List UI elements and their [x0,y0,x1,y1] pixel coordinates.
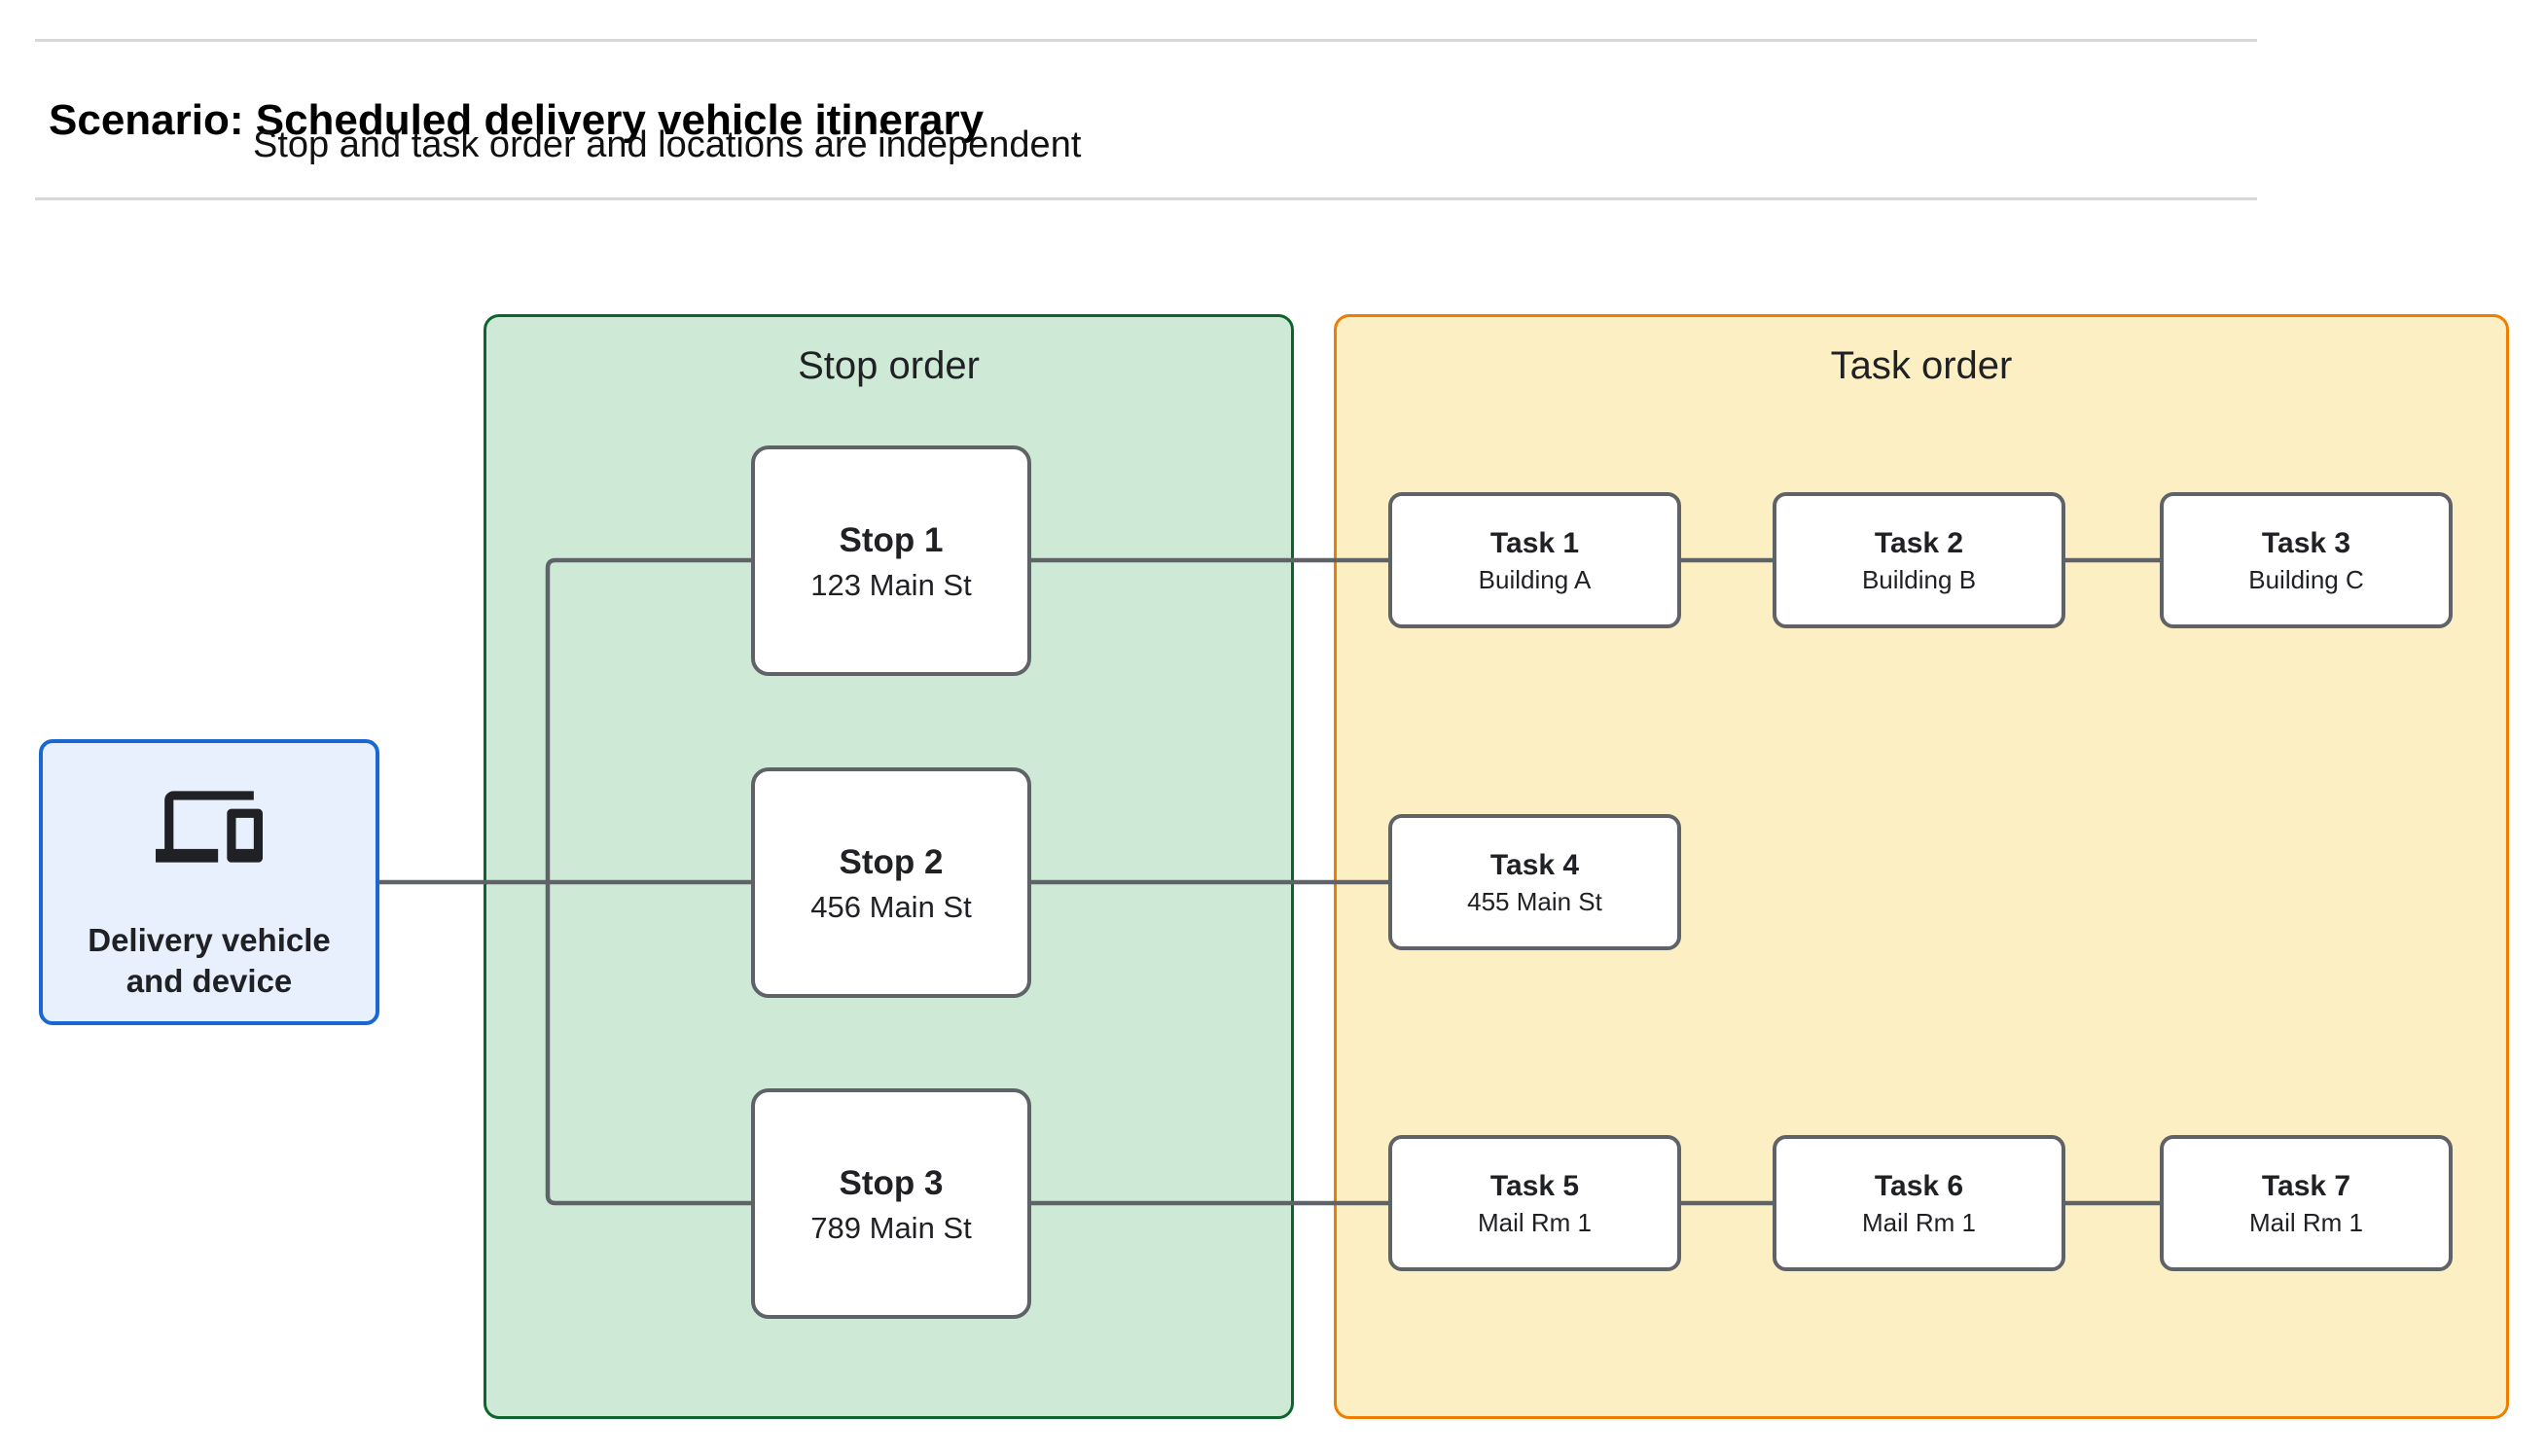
top-divider [35,39,2257,42]
task-2-node: Task 2 Building B [1773,492,2065,628]
task-name: Task 1 [1489,527,1580,560]
stop-3-node: Stop 3 789 Main St [751,1088,1031,1319]
stop-name: Stop 3 [839,1163,944,1202]
task-1-node: Task 1 Building A [1388,492,1681,628]
delivery-vehicle-node: Delivery vehicle and device [39,739,379,1025]
stop-location: 789 Main St [810,1210,972,1245]
task-3-node: Task 3 Building C [2160,492,2453,628]
task-location: Mail Rm 1 [1477,1208,1592,1238]
task-location: Building A [1478,565,1592,595]
task-name: Task 2 [1874,527,1964,560]
task-4-node: Task 4 455 Main St [1388,814,1681,950]
stop-1-node: Stop 1 123 Main St [751,445,1031,676]
stop-location: 123 Main St [810,567,972,602]
vehicle-label-line2: and device [126,963,293,1000]
stop-location: 456 Main St [810,889,972,924]
vehicle-label: Delivery vehicle and device [88,920,331,1002]
page-subtitle: Stop and task order and locations are in… [253,124,1082,165]
stop-panel-title: Stop order [798,344,980,387]
header-divider [35,197,2257,200]
task-location: Building C [2248,565,2364,595]
task-name: Task 6 [1874,1170,1964,1203]
task-name: Task 4 [1489,849,1580,882]
task-name: Task 3 [2261,527,2351,560]
devices-icon [156,782,263,871]
task-6-node: Task 6 Mail Rm 1 [1773,1135,2065,1271]
page-title: Scenario: Scheduled delivery vehicle iti… [49,96,985,145]
task-7-node: Task 7 Mail Rm 1 [2160,1135,2453,1271]
stop-name: Stop 1 [839,520,944,559]
stop-name: Stop 2 [839,842,944,881]
task-name: Task 7 [2261,1170,2351,1203]
task-location: Mail Rm 1 [2248,1208,2363,1238]
task-location: Mail Rm 1 [1861,1208,1976,1238]
task-location: Building B [1861,565,1977,595]
task-5-node: Task 5 Mail Rm 1 [1388,1135,1681,1271]
task-name: Task 5 [1489,1170,1580,1203]
stop-2-node: Stop 2 456 Main St [751,767,1031,998]
vehicle-label-line1: Delivery vehicle [88,922,331,958]
task-location: 455 Main St [1467,887,1602,917]
task-panel-title: Task order [1830,344,2013,387]
